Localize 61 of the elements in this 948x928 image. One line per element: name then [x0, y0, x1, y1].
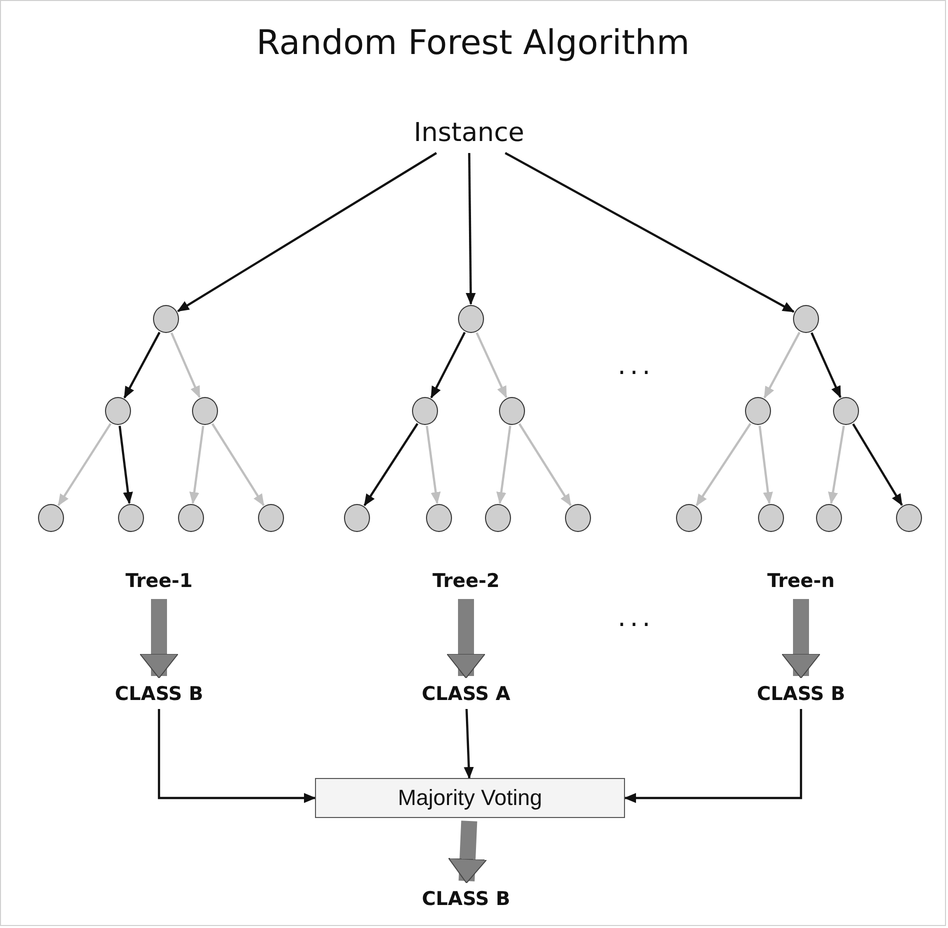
tree-node-circle	[758, 504, 784, 532]
arrow	[211, 423, 265, 506]
arrow	[828, 426, 845, 504]
arrow	[124, 332, 160, 399]
arrow	[464, 708, 474, 779]
arrow	[518, 423, 572, 506]
arrow	[364, 423, 418, 506]
arrow	[696, 423, 752, 506]
arrow	[476, 332, 508, 398]
block-arrow	[782, 599, 820, 678]
instance-label: Instance	[394, 113, 544, 153]
block-arrow	[448, 820, 488, 884]
arrow	[189, 426, 204, 504]
tree-node-circle	[485, 504, 511, 532]
class-label: CLASS A	[401, 679, 531, 709]
arrow	[426, 426, 441, 504]
tree-label: Tree-n	[751, 566, 851, 596]
tree-label: Tree-1	[109, 566, 209, 596]
arrow	[118, 426, 133, 504]
tree-node-circle	[258, 504, 284, 532]
tree-node-circle	[816, 504, 842, 532]
class-label: CLASS B	[94, 679, 224, 709]
arrow	[852, 423, 903, 506]
arrow	[496, 426, 512, 504]
tree-node-circle	[412, 397, 438, 425]
tree-label: Tree-2	[416, 566, 516, 596]
arrow	[764, 332, 800, 399]
tree-node-circle	[745, 397, 771, 425]
tree-node-circle	[344, 504, 370, 532]
tree-node-circle	[896, 504, 922, 532]
tree-node-circle	[118, 504, 144, 532]
tree-node-circle	[178, 504, 204, 532]
tree-node-circle	[426, 504, 452, 532]
arrow	[466, 152, 476, 305]
class-label: CLASS B	[401, 884, 531, 914]
voting-box: Majority Voting	[315, 778, 625, 818]
block-arrow	[446, 599, 486, 678]
tree-node-circle	[458, 305, 484, 333]
arrow	[504, 152, 795, 313]
arrow	[758, 426, 773, 504]
class-label: CLASS B	[736, 679, 866, 709]
tree-node-circle	[565, 504, 591, 532]
tree-node-circle	[192, 397, 218, 425]
arrow	[177, 152, 437, 312]
tree-node-circle	[676, 504, 702, 532]
tree-node-circle	[793, 305, 819, 333]
arrow	[170, 332, 201, 398]
arrow	[624, 709, 802, 803]
ellipsis-label: ...	[616, 351, 656, 381]
arrow	[810, 332, 842, 398]
title: Random Forest Algorithm	[255, 23, 691, 63]
tree-node-circle	[499, 397, 525, 425]
tree-node-circle	[153, 305, 179, 333]
arrow	[430, 332, 466, 398]
ellipsis-label: ...	[616, 603, 656, 633]
tree-node-circle	[833, 397, 859, 425]
block-arrow	[140, 599, 178, 678]
tree-node-circle	[38, 504, 64, 532]
arrow	[58, 423, 112, 506]
arrow	[158, 709, 316, 803]
tree-node-circle	[105, 397, 131, 425]
